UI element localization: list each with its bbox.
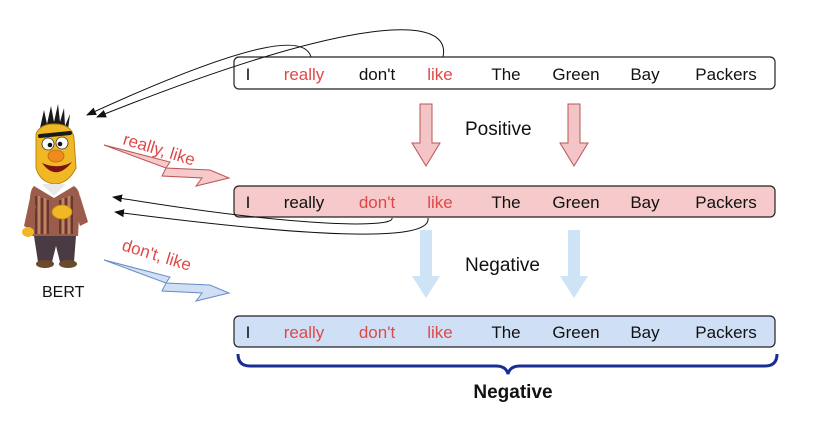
token: don't — [359, 65, 396, 84]
token: don't — [359, 323, 396, 342]
down-arrow-right-negative — [560, 230, 588, 298]
explanation-arrow-negative — [103, 259, 231, 302]
token: Green — [552, 193, 599, 212]
sentence-box-negative — [233, 315, 776, 348]
result-brace — [236, 353, 779, 375]
token: The — [491, 65, 520, 84]
feedback-arrow-really — [86, 44, 312, 116]
positive-label: Positive — [465, 119, 532, 140]
feedback-arrow-like-2 — [114, 209, 429, 235]
token: I — [246, 193, 251, 212]
token: like — [427, 193, 453, 212]
bert-character-icon — [22, 104, 88, 268]
bert-label: BERT — [42, 284, 85, 301]
token: Bay — [630, 65, 660, 84]
token: Packers — [695, 65, 756, 84]
sentence-box-original — [233, 56, 776, 90]
negative-label: Negative — [465, 255, 540, 276]
token: really — [284, 323, 325, 342]
token: The — [491, 193, 520, 212]
token: Bay — [630, 193, 660, 212]
final-prediction-label: Negative — [473, 382, 552, 403]
token: like — [427, 323, 453, 342]
feedback-arrow-dont — [112, 194, 393, 225]
down-arrow-right-positive — [559, 103, 589, 167]
token: don't — [359, 193, 396, 212]
feedback-arrow-like — [96, 29, 445, 118]
down-arrow-left-negative — [412, 230, 440, 298]
token: The — [491, 323, 520, 342]
token: Packers — [695, 323, 756, 342]
token: really — [284, 193, 325, 212]
token: like — [427, 65, 453, 84]
sentence-box-positive — [233, 185, 776, 218]
explanation-arrow-positive — [103, 144, 231, 187]
token: I — [246, 323, 251, 342]
token: Green — [552, 65, 599, 84]
down-arrow-left-positive — [411, 103, 441, 167]
token: Packers — [695, 193, 756, 212]
token: I — [246, 65, 251, 84]
token: Green — [552, 323, 599, 342]
token: Bay — [630, 323, 660, 342]
token: really — [284, 65, 325, 84]
